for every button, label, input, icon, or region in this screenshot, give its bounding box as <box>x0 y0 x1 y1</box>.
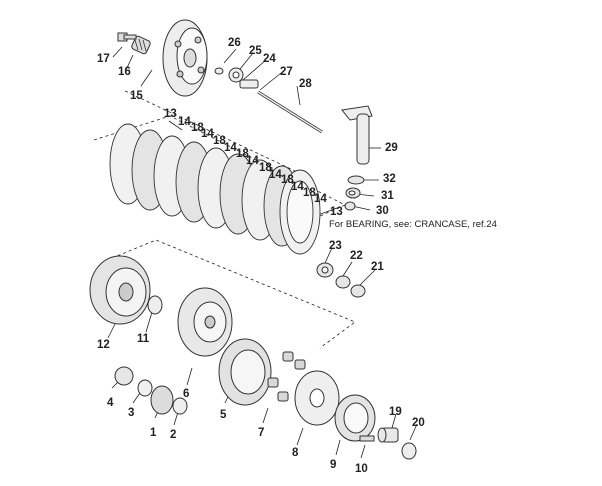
gear-bearing <box>334 394 376 442</box>
clutch-hub <box>177 287 233 357</box>
damper-rubbers <box>267 351 306 402</box>
callout-14-2: 14 <box>201 128 214 140</box>
release-lever <box>341 105 373 165</box>
callout-14-6: 14 <box>291 181 304 193</box>
callout-30: 30 <box>376 205 389 217</box>
clutch-plate-pack <box>109 123 321 255</box>
callout-18-5: 18 <box>281 174 294 186</box>
callout-31: 31 <box>381 190 394 202</box>
callout-6: 6 <box>183 388 190 400</box>
callout-7: 7 <box>258 427 265 439</box>
callout-13-bottom: 13 <box>330 206 343 218</box>
callout-17: 17 <box>97 53 110 65</box>
callout-11: 11 <box>137 333 150 345</box>
callout-29: 29 <box>385 142 398 154</box>
callout-26: 26 <box>228 37 241 49</box>
clutch-spring <box>131 35 151 55</box>
end-washer <box>401 442 417 460</box>
pressure-plate <box>162 19 208 97</box>
callout-20: 20 <box>412 417 425 429</box>
callout-18-2: 18 <box>213 135 226 147</box>
primary-pinion-group <box>114 366 188 415</box>
callout-14-3: 14 <box>224 142 237 154</box>
bushings <box>316 262 366 298</box>
callout-13-top: 13 <box>164 108 177 120</box>
clutch-housing <box>89 255 151 325</box>
callout-18-3: 18 <box>236 148 249 160</box>
callout-23: 23 <box>329 240 342 252</box>
callout-4: 4 <box>107 397 114 409</box>
callout-25: 25 <box>249 45 262 57</box>
callout-14-1: 14 <box>178 116 191 128</box>
seal-parts <box>344 175 365 211</box>
callout-28: 28 <box>299 78 312 90</box>
callout-10: 10 <box>355 463 368 475</box>
callout-19: 19 <box>389 406 402 418</box>
thrust-washer <box>147 295 163 315</box>
spring-bolt <box>117 32 137 42</box>
callout-22: 22 <box>350 250 363 262</box>
callout-32: 32 <box>383 173 396 185</box>
callout-15: 15 <box>130 90 143 102</box>
primary-gear <box>218 338 272 406</box>
callout-27: 27 <box>280 66 293 78</box>
callout-14-5: 14 <box>269 169 282 181</box>
callout-3: 3 <box>128 407 135 419</box>
callout-8: 8 <box>292 447 299 459</box>
bearing-reference-note: For BEARING, see: CRANCASE, ref.24 <box>329 219 497 230</box>
callout-14-4: 14 <box>246 155 259 167</box>
gear-bolt <box>359 435 375 442</box>
callout-14-7: 14 <box>314 193 327 205</box>
callout-5: 5 <box>220 409 227 421</box>
callout-24: 24 <box>263 53 276 65</box>
callout-9: 9 <box>330 459 337 471</box>
callout-18-4: 18 <box>259 162 272 174</box>
callout-18-1: 18 <box>191 122 204 134</box>
callout-12: 12 <box>97 339 110 351</box>
damper-plate <box>294 370 340 426</box>
callout-2: 2 <box>170 429 177 441</box>
callout-1: 1 <box>150 427 157 439</box>
collar <box>377 427 399 443</box>
callout-18-6: 18 <box>303 187 316 199</box>
callout-16: 16 <box>118 66 131 78</box>
callout-21: 21 <box>371 261 384 273</box>
release-bearing <box>214 67 259 89</box>
